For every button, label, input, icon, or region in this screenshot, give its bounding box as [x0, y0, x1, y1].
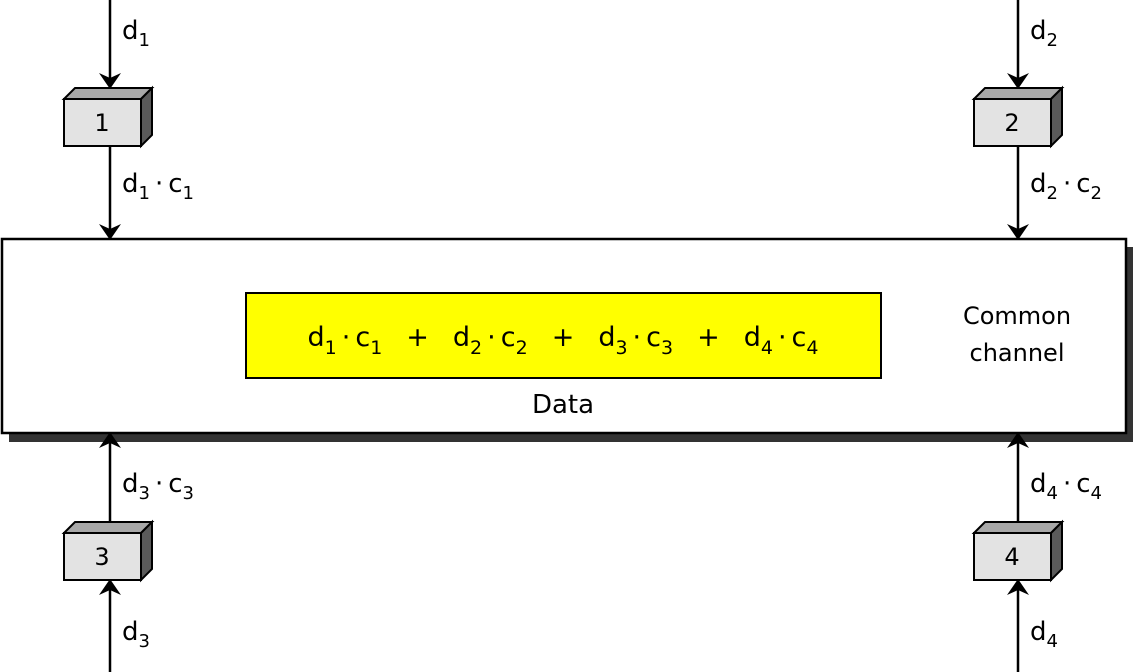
station-3-id: 3 [94, 543, 109, 571]
station-3-box: 3 [61, 519, 155, 583]
station-4-input-label: d4 [1030, 617, 1058, 652]
term-1-data-sub: 1 [325, 337, 337, 359]
term-2-code-sub: 2 [516, 337, 528, 359]
station-4-output-label: d4·c4 [1030, 469, 1102, 504]
station-4: d4·c4 4 d4 [971, 432, 1102, 672]
station-4-id: 4 [1004, 543, 1019, 571]
data-box [245, 292, 882, 379]
plus-1: + [406, 322, 429, 353]
plus-3: + [697, 322, 720, 353]
station-2-box-side [1050, 85, 1063, 149]
station-1-box-front [63, 98, 142, 147]
station-1-input-label: d1 [122, 16, 150, 51]
station-2-input-label: d2 [1030, 16, 1058, 51]
station-2-box: 2 [971, 85, 1065, 149]
common-channel-label-line2: channel [970, 339, 1065, 367]
station-1: d1 1 d1·c1 [61, 0, 194, 240]
term-3-data-sub: 3 [615, 337, 627, 359]
term-2-data-var: d [453, 322, 470, 353]
term-1-data-var: d [308, 322, 325, 353]
term-4-code-sub: 4 [806, 337, 818, 359]
term-4-dot: · [778, 322, 787, 353]
station-1-box: 1 [61, 85, 155, 149]
station-2-output-label: d2·c2 [1030, 169, 1102, 204]
station-1-box-side [140, 85, 153, 149]
term-1-code-sub: 1 [370, 337, 382, 359]
term-3-code-var: c [646, 322, 661, 353]
data-sum-box: d1·c1+d2·c2+d3·c3+d4·c4 [245, 292, 882, 379]
term-3-code-sub: 3 [661, 337, 673, 359]
plus-2: + [552, 322, 575, 353]
station-2-box-front [973, 98, 1052, 147]
station-4-box: 4 [971, 519, 1065, 583]
term-4-data-sub: 4 [761, 337, 773, 359]
station-3: d3·c3 3 d3 [61, 432, 194, 672]
station-4-box-top [971, 521, 1065, 534]
term-4-data-var: d [744, 322, 761, 353]
term-4-code-var: c [792, 322, 807, 353]
station-2-id: 2 [1004, 109, 1019, 137]
station-3-output-label: d3·c3 [122, 469, 194, 504]
station-2: d2 2 d2·c2 [971, 0, 1102, 240]
station-1-output-label: d1·c1 [122, 169, 194, 204]
station-1-box-top [61, 87, 155, 100]
station-4-box-front [973, 532, 1052, 581]
term-2-code-var: c [501, 322, 516, 353]
station-4-box-side [1050, 519, 1063, 583]
station-3-box-side [140, 519, 153, 583]
common-channel-label-line1: Common [963, 302, 1071, 330]
term-2-data-sub: 2 [470, 337, 482, 359]
station-2-box-top [971, 87, 1065, 100]
data-sum-expression: d1·c1+d2·c2+d3·c3+d4·c4 [308, 322, 819, 359]
station-1-id: 1 [94, 109, 109, 137]
station-3-box-front [63, 532, 142, 581]
data-label: Data [532, 390, 594, 420]
term-1-dot: · [342, 322, 351, 353]
term-3-data-var: d [598, 322, 615, 353]
term-2-dot: · [487, 322, 496, 353]
term-1-code-var: c [355, 322, 370, 353]
term-3-dot: · [633, 322, 642, 353]
station-3-input-label: d3 [122, 617, 150, 652]
station-3-box-top [61, 521, 155, 534]
